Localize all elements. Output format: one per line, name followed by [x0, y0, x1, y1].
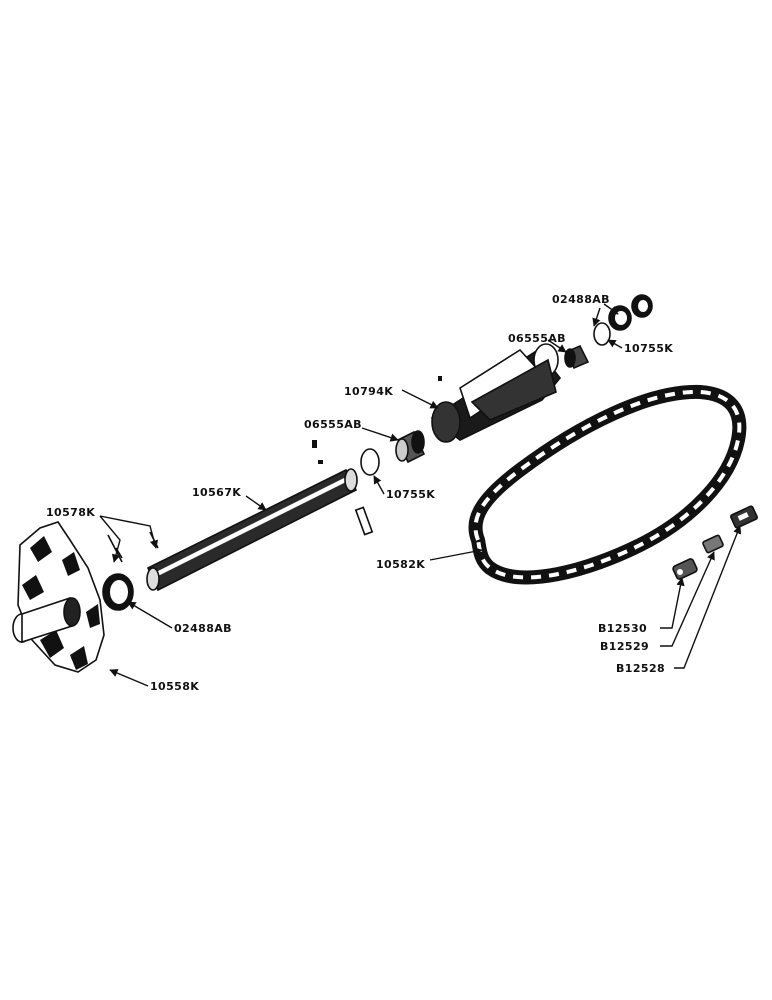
link-b12530 — [672, 558, 698, 580]
label-link-b12529: B12529 — [600, 640, 649, 653]
washer-top — [608, 294, 653, 331]
link-b12528 — [730, 505, 758, 529]
pin-small — [354, 506, 374, 536]
label-bushing-top: 06555AB — [508, 332, 566, 345]
key-small — [312, 376, 442, 464]
label-washer-low: 02488AB — [174, 622, 232, 635]
label-shaft: 10567K — [192, 486, 241, 499]
washer-lower — [102, 573, 134, 611]
sprocket — [12, 521, 105, 673]
label-housing: 10794K — [344, 385, 393, 398]
label-link-b12530: B12530 — [598, 622, 647, 635]
sprocket-hub — [12, 596, 81, 644]
label-washer-top: 02488AB — [552, 293, 610, 306]
label-ring-mid: 10755K — [386, 488, 435, 501]
label-sprocket: 10558K — [150, 680, 199, 693]
label-link-b12528: B12528 — [616, 662, 665, 675]
chain — [468, 384, 747, 585]
ring-top — [593, 322, 611, 346]
ring-mid — [360, 448, 380, 476]
label-chain: 10582K — [376, 558, 425, 571]
bushing-mid — [395, 430, 426, 464]
label-ring-top: 10755K — [624, 342, 673, 355]
label-bushing-mid: 06555AB — [304, 418, 362, 431]
housing — [430, 343, 562, 443]
shaft — [146, 468, 358, 592]
link-b12529 — [702, 534, 724, 554]
label-pins: 10578K — [46, 506, 95, 519]
leader-lines — [99, 303, 742, 687]
bushing-top — [564, 344, 590, 370]
